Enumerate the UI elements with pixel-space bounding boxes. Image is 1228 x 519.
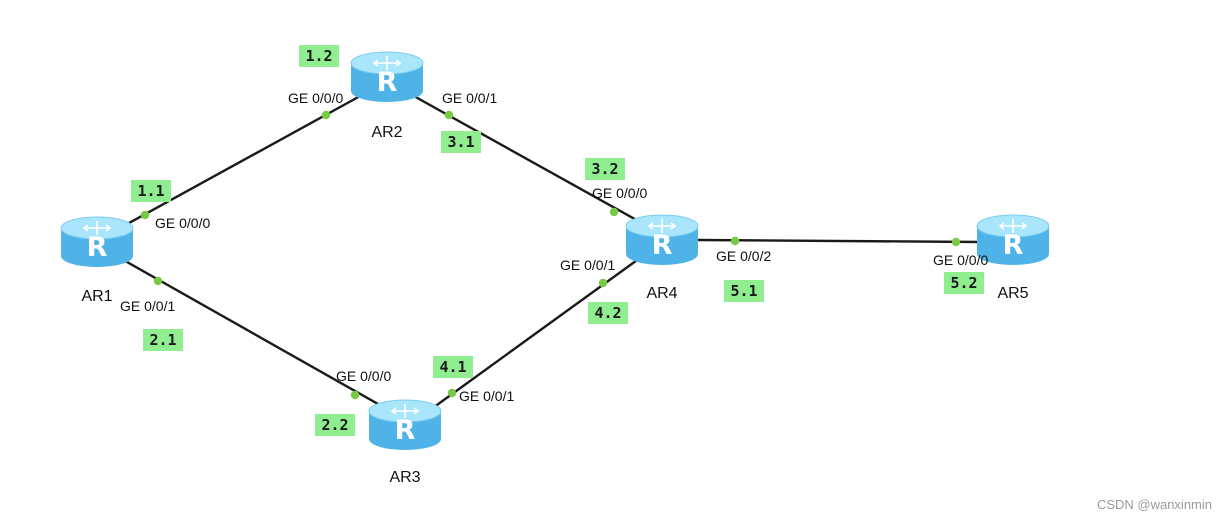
router-name-ar5: AR5 [997, 285, 1028, 302]
router-ar5[interactable]: R [976, 214, 1050, 265]
ip-address-text: 4.1 [439, 358, 466, 376]
ip-badge-background [299, 45, 339, 67]
ip-badge-background [944, 272, 984, 294]
router-name-ar2: AR2 [371, 124, 402, 141]
port-dot-ar4 [730, 236, 740, 246]
ip-badge-ar1: 1.1 [131, 180, 171, 202]
port-dot-ar1 [140, 210, 150, 220]
ip-badge-background [433, 356, 473, 378]
ip-badge-background [724, 280, 764, 302]
ip-badge-ar2: 3.1 [441, 131, 481, 153]
link-ar1-ar2 [119, 93, 363, 230]
port-dot-ar1 [153, 276, 163, 286]
router-glyph: R [395, 415, 416, 446]
router-glyph: R [1003, 230, 1024, 261]
port-dot-ar4 [598, 278, 608, 288]
port-label-ar4: GE 0/0/0 [592, 185, 647, 201]
ip-badge-ar4: 5.1 [724, 280, 764, 302]
port-dot-ar4 [609, 207, 619, 217]
router-ar2[interactable]: R [350, 51, 424, 102]
ip-badge-ar2: 1.2 [299, 45, 339, 67]
port-label-ar4: GE 0/0/1 [560, 257, 615, 273]
port-label-ar2: GE 0/0/0 [288, 90, 343, 106]
link-ar1-ar3 [119, 256, 386, 410]
port-label-ar4: GE 0/0/2 [716, 248, 771, 264]
port-dots-layer [140, 110, 961, 400]
port-label-ar1: GE 0/0/1 [120, 298, 175, 314]
ip-badge-background [131, 180, 171, 202]
ip-address-text: 2.2 [321, 416, 348, 434]
router-name-ar3: AR3 [389, 469, 420, 486]
router-ar3[interactable]: R [368, 399, 442, 450]
ip-badge-background [588, 302, 628, 324]
port-dot-ar2 [444, 110, 454, 120]
port-label-ar3: GE 0/0/1 [459, 388, 514, 404]
port-dot-ar5 [951, 237, 961, 247]
port-label-ar1: GE 0/0/0 [155, 215, 210, 231]
ip-address-text: 5.1 [730, 282, 757, 300]
link-ar4-ar5 [696, 238, 981, 244]
router-ar1[interactable]: R [60, 216, 134, 267]
ip-address-text: 2.1 [149, 331, 176, 349]
port-dot-ar3 [447, 388, 457, 398]
routers-layer: R R R R R [60, 51, 1050, 450]
router-glyph: R [377, 67, 398, 98]
router-arrows-icon [372, 56, 402, 70]
ip-address-text: 3.2 [591, 160, 618, 178]
ip-badge-ar3: 4.1 [433, 356, 473, 378]
router-glyph: R [87, 232, 108, 263]
ip-address-text: 4.2 [594, 304, 621, 322]
ip-badge-ar4: 4.2 [588, 302, 628, 324]
port-label-ar5: GE 0/0/0 [933, 252, 988, 268]
router-arrows-icon [82, 221, 112, 235]
router-arrows-icon [390, 404, 420, 418]
port-dot-ar2 [321, 110, 331, 120]
ip-badge-background [441, 131, 481, 153]
labels-layer: GE 0/0/0 1.1 GE 0/0/0 1.2 GE 0/0/1 3.1 GE 0/0/… [81, 45, 1029, 486]
ip-badge-background [585, 158, 625, 180]
ip-badge-background [143, 329, 183, 351]
port-label-ar3: GE 0/0/0 [336, 368, 391, 384]
ip-badge-ar3: 2.2 [315, 414, 355, 436]
router-ar4[interactable]: R [625, 214, 699, 265]
router-name-ar1: AR1 [81, 288, 112, 305]
ip-address-text: 3.1 [447, 133, 474, 151]
port-label-ar2: GE 0/0/1 [442, 90, 497, 106]
ip-badge-ar5: 5.2 [944, 272, 984, 294]
router-glyph: R [652, 230, 673, 261]
router-name-ar4: AR4 [646, 285, 677, 302]
links-layer [119, 93, 981, 411]
ip-badge-ar1: 2.1 [143, 329, 183, 351]
router-arrows-icon [998, 219, 1028, 233]
ip-badge-background [315, 414, 355, 436]
ip-address-text: 1.2 [305, 47, 332, 65]
ip-address-text: 1.1 [137, 182, 164, 200]
port-dot-ar3 [350, 390, 360, 400]
csdn-watermark: CSDN @wanxinmin [1097, 497, 1212, 512]
router-arrows-icon [647, 219, 677, 233]
ip-address-text: 5.2 [950, 274, 977, 292]
ip-badge-ar4: 3.2 [585, 158, 625, 180]
